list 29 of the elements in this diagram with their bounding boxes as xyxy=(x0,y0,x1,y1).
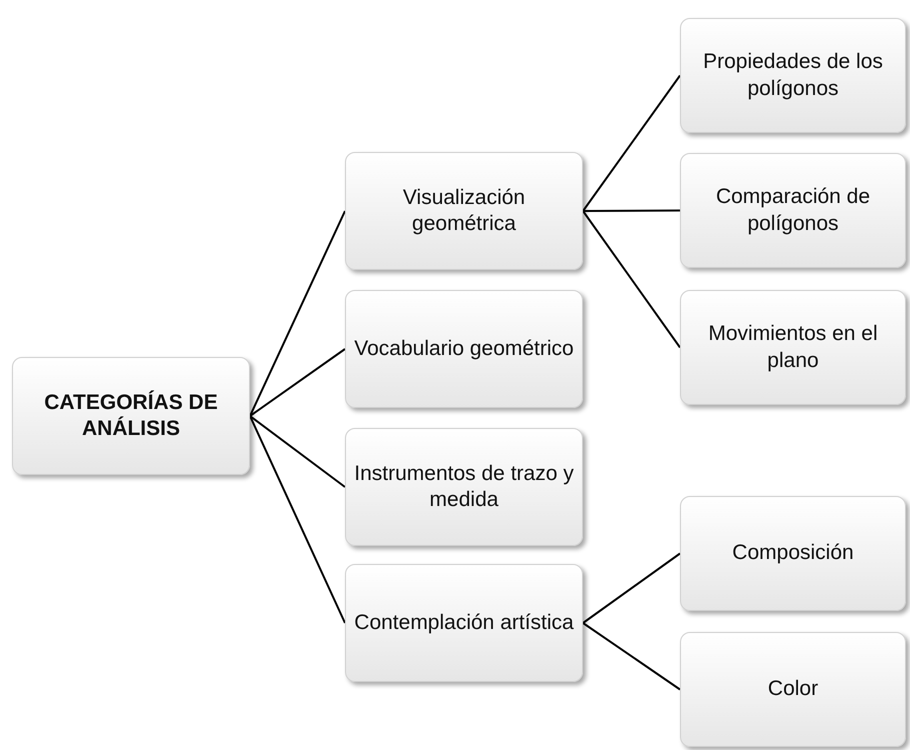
node-label: Color xyxy=(768,676,818,702)
subcategory-box xyxy=(680,496,906,611)
connector-line xyxy=(249,416,346,624)
connector-line xyxy=(582,74,681,212)
connector-line xyxy=(582,552,681,624)
connector-line xyxy=(582,210,681,348)
connector-line xyxy=(582,622,681,690)
node-label: Movimientos en el plano xyxy=(707,321,879,374)
node-label: Instrumentos de trazo y medida xyxy=(353,460,575,513)
node-label: Propiedades de los polígonos xyxy=(702,49,884,102)
connector-line xyxy=(249,210,346,416)
connector-line xyxy=(583,210,680,212)
node-label: Composición xyxy=(732,540,854,566)
subcategory-box xyxy=(680,153,906,268)
subcategory-box xyxy=(680,632,906,747)
root-box xyxy=(12,357,250,475)
node-label: Vocabulario geométrico xyxy=(354,336,574,362)
connector-line xyxy=(249,348,346,417)
category-box xyxy=(345,290,583,408)
node-label: CATEGORÍAS DE ANÁLISIS xyxy=(43,390,219,442)
node-label: Comparación de polígonos xyxy=(714,184,872,236)
category-box xyxy=(345,564,583,682)
node-label: Contemplación artística xyxy=(354,610,574,636)
subcategory-box xyxy=(680,290,906,405)
subcategory-box xyxy=(680,18,906,133)
connector-line xyxy=(249,415,346,488)
node-label: Visualización geométrica xyxy=(402,184,526,237)
category-box xyxy=(345,428,583,546)
category-box xyxy=(345,152,583,270)
